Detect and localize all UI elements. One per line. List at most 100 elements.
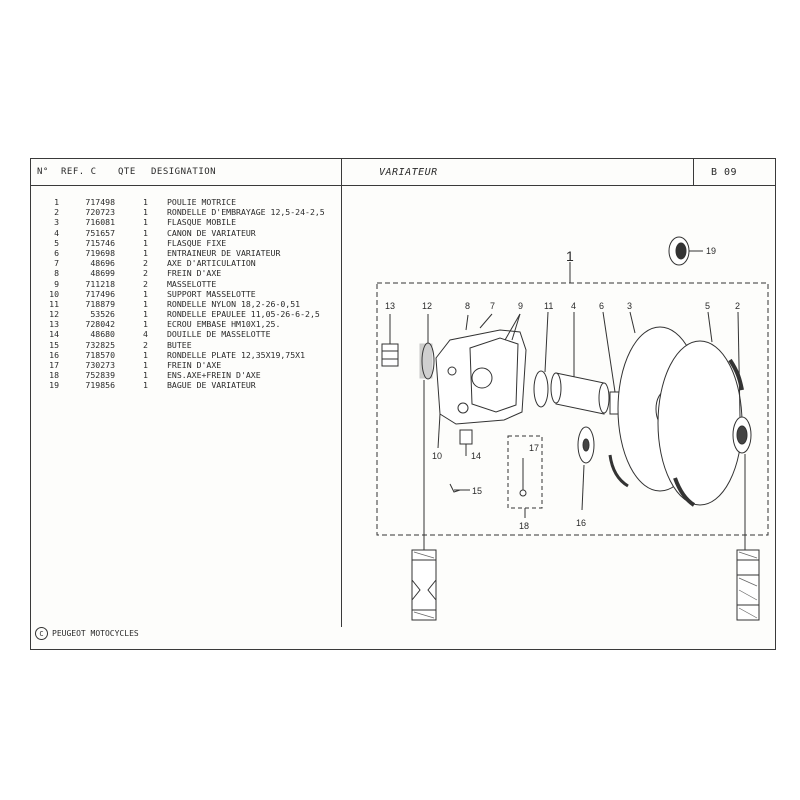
callout-17: 17 <box>529 443 539 453</box>
part-number: 9 <box>54 278 59 289</box>
table-row: 18 752839 1 ENS.AXE+FREIN D'AXE <box>37 370 325 380</box>
part-number: 16 <box>49 349 59 360</box>
table-row: 14 48680 4 DOUILLE DE MASSELOTTE <box>37 329 325 339</box>
part-ref: 717496 <box>85 288 115 299</box>
part-designation: RONDELLE PLATE 12,35X19,75X1 <box>167 349 306 360</box>
callout-12: 12 <box>422 301 432 311</box>
part-number: 19 <box>49 380 59 391</box>
part-designation: DOUILLE DE MASSELOTTE <box>167 329 271 340</box>
part-qty: 1 <box>143 349 148 360</box>
callout-13: 13 <box>385 301 395 311</box>
page-code: B 09 <box>711 167 738 178</box>
part-number: 8 <box>54 268 59 279</box>
part-qty: 1 <box>143 380 148 391</box>
part-designation: ENS.AXE+FREIN D'AXE <box>167 370 261 381</box>
part-5-flange <box>657 340 743 506</box>
part-number: 6 <box>54 247 59 258</box>
part-number: 17 <box>49 360 59 370</box>
part-ref: 732825 <box>85 339 115 350</box>
page-title: VARIATEUR <box>379 167 438 178</box>
part-designation: POULIE MOTRICE <box>167 197 237 207</box>
part-qty: 1 <box>143 247 148 258</box>
part-qty: 2 <box>143 278 148 289</box>
part-ref: 718879 <box>85 298 115 309</box>
callout-4: 4 <box>571 301 576 311</box>
part-ref: 728042 <box>85 319 115 330</box>
part-qty: 1 <box>143 360 148 370</box>
part-qty: 4 <box>143 329 148 340</box>
callout-16: 16 <box>576 518 586 528</box>
part-number: 4 <box>54 227 59 238</box>
column-divider <box>341 159 342 627</box>
callout-11: 11 <box>544 301 553 311</box>
table-row: 16 718570 1 RONDELLE PLATE 12,35X19,75X1 <box>37 350 325 360</box>
part-qty: 1 <box>143 217 148 228</box>
callout-6: 6 <box>599 301 604 311</box>
part-number: 7 <box>54 258 59 269</box>
part-number: 18 <box>49 370 59 381</box>
part-qty: 1 <box>143 237 148 248</box>
part-number: 14 <box>49 329 59 340</box>
part-qty: 1 <box>143 370 148 381</box>
part-designation: FLASQUE MOBILE <box>167 217 237 228</box>
part-designation: BAGUE DE VARIATEUR <box>167 380 256 391</box>
part-qty: 1 <box>143 309 148 320</box>
part-number: 12 <box>49 309 59 320</box>
part-designation: RONDELLE D'EMBRAYAGE 12,5-24-2,5 <box>167 207 325 218</box>
part-ref: 48680 <box>90 329 115 340</box>
part-designation: BUTEE <box>167 339 192 350</box>
part-designation: MASSELOTTE <box>167 278 217 289</box>
callout-3: 3 <box>627 301 632 311</box>
callout-18: 18 <box>519 521 529 531</box>
callout-5: 5 <box>705 301 710 311</box>
part-designation: RONDELLE NYLON 18,2-26-0,51 <box>167 298 301 309</box>
part-number: 2 <box>54 207 59 218</box>
part-qty: 2 <box>143 268 148 279</box>
part-designation: RONDELLE EPAULEE 11,05-26-6-2,5 <box>167 309 320 320</box>
part-ref: 752839 <box>85 370 115 381</box>
part-qty: 1 <box>143 319 148 330</box>
col-qty-header: QTE <box>118 167 136 177</box>
part-ref: 719698 <box>85 247 115 258</box>
part-number: 5 <box>54 237 59 248</box>
part-number: 13 <box>49 319 59 330</box>
part-ref: 715746 <box>85 237 115 248</box>
copyright-icon: C <box>35 627 48 640</box>
part-qty: 1 <box>143 227 148 238</box>
part-designation: CANON DE VARIATEUR <box>167 227 256 238</box>
footer: C PEUGEOT MOTOCYCLES <box>35 627 139 640</box>
part-ref: 48696 <box>90 258 115 269</box>
part-number: 1 <box>54 197 59 207</box>
part-designation: ECROU EMBASE HM10X1,25. <box>167 319 281 330</box>
col-no-header: N° <box>37 167 49 177</box>
callout-14: 14 <box>471 451 481 461</box>
publisher-name: PEUGEOT MOTOCYCLES <box>52 629 139 638</box>
part-number: 15 <box>49 339 59 350</box>
callout-9: 9 <box>518 301 523 311</box>
part-number: 10 <box>49 288 59 299</box>
part-ref: 718570 <box>85 349 115 360</box>
table-header: N° REF. C QTE DESIGNATION VARIATEUR B 09 <box>31 159 775 186</box>
table-row: 8 48699 2 FREIN D'AXE <box>37 268 325 278</box>
part-ref: 730273 <box>85 360 115 370</box>
part-designation: FREIN D'AXE <box>167 268 222 279</box>
callout-19: 19 <box>706 246 716 256</box>
part-ref: 48699 <box>90 268 115 279</box>
part-qty: 1 <box>143 298 148 309</box>
callout-7: 7 <box>490 301 495 311</box>
part-qty: 2 <box>143 258 148 269</box>
part-qty: 1 <box>143 207 148 218</box>
